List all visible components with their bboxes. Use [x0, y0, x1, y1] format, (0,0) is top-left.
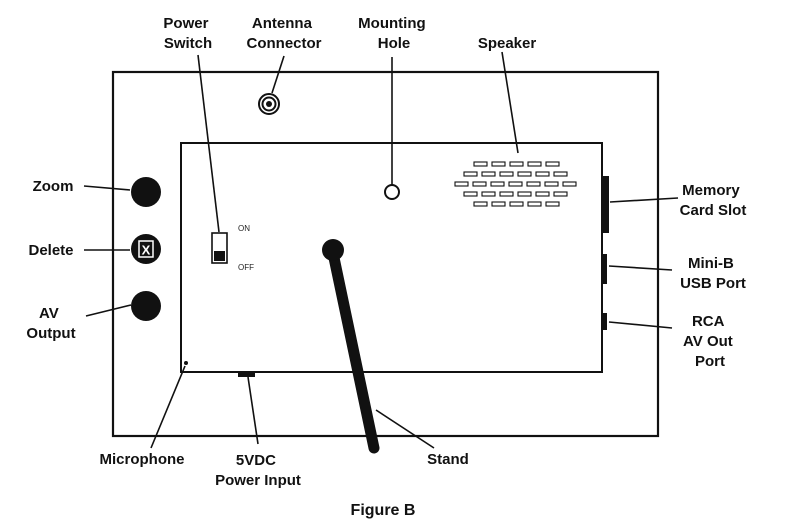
speaker-slot: [562, 181, 577, 187]
speaker-slot: [535, 171, 550, 177]
speaker-slot: [481, 171, 496, 177]
mounting-hole-icon: [384, 184, 400, 200]
speaker-slot: [473, 201, 488, 207]
speaker-slot: [527, 161, 542, 167]
speaker-slot: [535, 191, 550, 197]
outer-housing: [111, 70, 660, 438]
speaker-slot: [553, 171, 568, 177]
callout-power-switch: Power Switch: [163, 15, 212, 52]
antenna-connector-icon: [258, 93, 280, 115]
figure-caption: Figure B: [351, 502, 416, 519]
speaker-slot: [491, 201, 506, 207]
callout-delete: Delete: [28, 242, 73, 259]
speaker-slot: [481, 191, 496, 197]
microphone-icon: [184, 361, 188, 365]
speaker-slot: [517, 191, 532, 197]
callout-mini-b-usb-port: Mini-B USB Port: [680, 255, 746, 292]
speaker-slot: [545, 201, 560, 207]
speaker-slot: [553, 191, 568, 197]
switch-on-label: ON: [238, 224, 250, 233]
speaker-slot: [463, 191, 478, 197]
leader-lines: [83, 51, 679, 449]
speaker-grille: [454, 161, 577, 207]
speaker-slot: [472, 181, 487, 187]
callout-av-output: AV Output: [26, 305, 75, 342]
callout-speaker: Speaker: [478, 35, 537, 52]
speaker-slot: [527, 201, 542, 207]
callout-mounting-hole: Mounting Hole: [358, 15, 430, 52]
memory-card-slot-icon: [602, 176, 609, 233]
speaker-slot: [499, 171, 514, 177]
power-input-jack-icon: [238, 371, 255, 377]
callout-microphone: Microphone: [100, 451, 185, 468]
speaker-slot: [517, 171, 532, 177]
speaker-slot: [508, 181, 523, 187]
speaker-slot: [509, 161, 524, 167]
callout-zoom: Zoom: [33, 178, 74, 195]
callout-rca-av-out-port: RCA AV Out Port: [683, 313, 737, 370]
svg-text:X: X: [142, 243, 151, 258]
power-switch-icon: [211, 232, 228, 264]
speaker-slot: [463, 171, 478, 177]
speaker-slot: [499, 191, 514, 197]
callout-memory-card-slot: Memory Card Slot: [680, 182, 747, 219]
zoom-button-icon: [131, 177, 161, 207]
callout-power-input: 5VDC Power Input: [215, 452, 301, 489]
speaker-slot: [454, 181, 469, 187]
speaker-slot: [490, 181, 505, 187]
av-output-jack-icon: [131, 291, 161, 321]
speaker-slot: [545, 161, 560, 167]
mini-b-usb-port-icon: [602, 254, 607, 284]
speaker-slot: [491, 161, 506, 167]
speaker-slot: [509, 201, 524, 207]
speaker-slot: [544, 181, 559, 187]
stand-icon: [322, 239, 380, 454]
delete-button-icon: X: [131, 234, 161, 264]
speaker-slot: [526, 181, 541, 187]
callout-stand: Stand: [427, 451, 469, 468]
speaker-slot: [473, 161, 488, 167]
rca-port-icon: [602, 313, 607, 330]
switch-off-label: OFF: [238, 263, 254, 272]
callout-antenna-connector: Antenna Connector: [247, 15, 322, 52]
